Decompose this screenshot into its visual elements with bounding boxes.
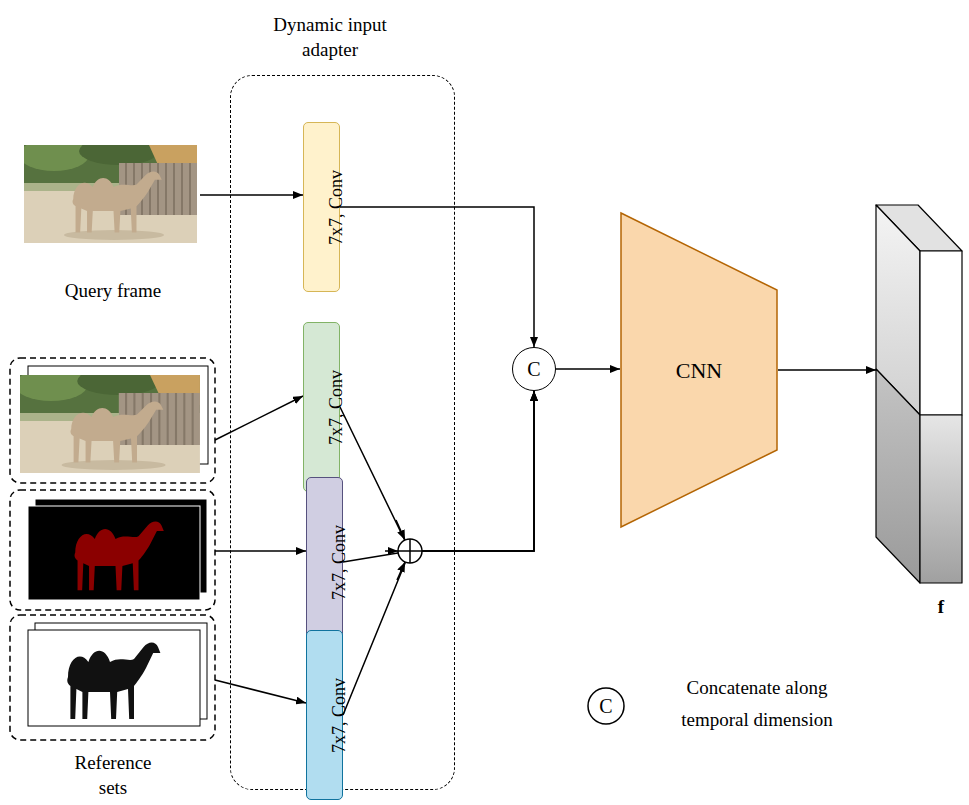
connector-arrow xyxy=(340,391,534,551)
sum-input-arrow xyxy=(385,550,398,552)
silhouette-camel xyxy=(67,643,160,720)
illustration-part xyxy=(28,506,200,600)
conv-box: 7x7, Conv xyxy=(303,322,340,492)
connector-arrow xyxy=(343,391,534,715)
cuboid-face xyxy=(920,251,962,415)
sum-input-arrow xyxy=(397,562,405,580)
input-arrow xyxy=(215,550,306,552)
concat-circle-text: C xyxy=(527,357,540,382)
conv-box: 7x7, Conv xyxy=(303,122,340,292)
sum-plus xyxy=(398,539,422,563)
input-arrow xyxy=(215,396,303,440)
sum-symbol xyxy=(398,539,422,563)
conv-box-text: 7x7, Conv xyxy=(323,487,352,637)
cnn-trapezoid: CNN xyxy=(620,212,778,528)
image-caption: Query frame xyxy=(23,278,203,303)
reference-group xyxy=(10,358,215,483)
conv-box-text: 7x7, Conv xyxy=(320,332,349,482)
mask-camel xyxy=(75,521,164,590)
conv-box: 7x7, Conv xyxy=(306,477,343,647)
reference-photo xyxy=(15,367,200,473)
image-caption: Reference sets xyxy=(63,750,163,800)
conv-box-text: 7x7, Conv xyxy=(323,640,352,790)
feature-block-text: f xyxy=(920,594,962,619)
connector-arrow xyxy=(340,207,534,347)
sum-input-arrow xyxy=(396,520,405,540)
legend-symbol-letter: C xyxy=(588,688,624,724)
concat-circle: C xyxy=(512,347,556,391)
connector-arrow xyxy=(343,391,534,562)
cuboid-face xyxy=(920,415,962,583)
adapter-frame-text: Dynamic input adapter xyxy=(255,8,405,62)
conv-box-text: 7x7, Conv xyxy=(320,132,349,282)
legend-circle xyxy=(588,688,624,724)
adapter-frame: Dynamic input adapter7x7, Conv7x7, Conv7… xyxy=(230,8,455,790)
input-arrow xyxy=(215,680,306,703)
reference-group xyxy=(10,615,215,740)
connector-arrow xyxy=(778,369,876,371)
cuboid-face xyxy=(876,369,920,583)
illustration-part xyxy=(28,630,200,726)
reference-group xyxy=(10,490,215,610)
input-arrow xyxy=(200,194,303,196)
connector-arrow xyxy=(556,368,620,370)
query-photo xyxy=(19,137,197,243)
cuboid-shape xyxy=(876,205,964,585)
trapezoid-outline xyxy=(621,213,777,527)
legend-text: Concatenate along temporal dimension xyxy=(657,672,857,736)
conv-box: 7x7, Conv xyxy=(306,630,343,800)
cnn-trapezoid-text: CNN xyxy=(676,358,722,383)
feature-block: f xyxy=(876,205,964,625)
